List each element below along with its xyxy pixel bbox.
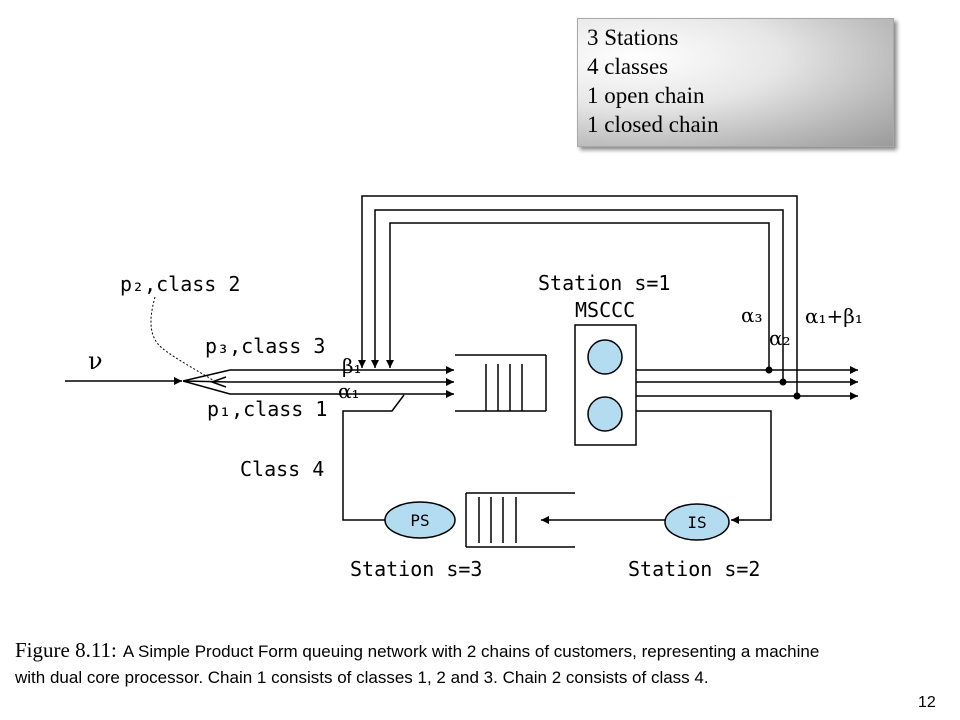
- branch-dot-alpha1-beta1: [793, 392, 801, 400]
- label-alpha2: α₂: [769, 326, 791, 350]
- caption-text-1: A Simple Product Form queuing network wi…: [122, 642, 820, 661]
- feedback-loop-inner: [386, 222, 770, 370]
- label-p1-class1: p₁,class 1: [207, 397, 327, 421]
- summary-line: 1 closed chain: [587, 112, 719, 137]
- station-2-type: IS: [687, 513, 706, 532]
- station-2-title: Station s=2: [628, 557, 760, 581]
- figure-caption: Figure 8.11: A Simple Product Form queuin…: [15, 637, 945, 691]
- station-1-title: Station s=1: [538, 271, 670, 295]
- arrival-split-fork: [182, 369, 231, 395]
- class2-split-mark: [209, 376, 227, 388]
- queue-station-3: [465, 492, 575, 548]
- label-alpha1: α₁: [338, 379, 360, 403]
- summary-line: 1 open chain: [587, 83, 705, 108]
- figure-label: Figure 8.11:: [15, 638, 117, 662]
- label-alpha1-beta1: α₁+β₁: [805, 304, 863, 328]
- station-3-title: Station s=3: [350, 557, 482, 581]
- summary-box: 3 Stations 4 classes 1 open chain 1 clos…: [577, 18, 894, 147]
- class4-return-path: [342, 394, 405, 521]
- branch-dots: [765, 366, 801, 400]
- server-circle-1: [587, 339, 623, 375]
- class4-to-station-2: [636, 410, 772, 524]
- branch-dot-alpha2: [779, 378, 787, 386]
- label-beta1: β₁: [342, 354, 362, 378]
- feedback-loop-outer: [358, 195, 798, 396]
- arrival-rate-label: ν: [88, 347, 103, 375]
- branch-dot-alpha3: [765, 366, 773, 374]
- server-station-2-is: [664, 503, 730, 541]
- caption-text-2: with dual core processor. Chain 1 consis…: [15, 668, 709, 687]
- page-number: 12: [918, 694, 936, 711]
- caption-line-1: Figure 8.11: A Simple Product Form queuin…: [15, 637, 945, 665]
- label-alpha3: α₃: [741, 303, 763, 327]
- station-3-type: PS: [410, 511, 429, 530]
- server-box-station-1: [574, 324, 637, 446]
- server-circle-2: [587, 396, 623, 432]
- network-lines: [65, 195, 858, 548]
- label-p2-class2: p₂,class 2: [120, 272, 240, 296]
- class2-dotted-link: [150, 296, 217, 383]
- label-p3-class3: p₃,class 3: [205, 334, 325, 358]
- feedback-loop-middle: [371, 209, 784, 382]
- label-class4: Class 4: [240, 457, 324, 481]
- summary-line: 3 Stations: [587, 25, 679, 50]
- summary-line: 4 classes: [587, 54, 669, 79]
- station-1-type: MSCCC: [575, 298, 635, 322]
- queue-station-1: [455, 354, 547, 412]
